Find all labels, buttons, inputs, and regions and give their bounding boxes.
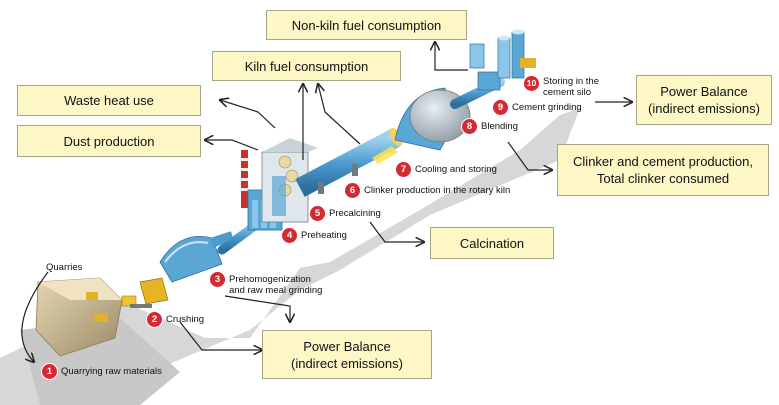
step-label: Preheating [301,230,347,241]
step-number-badge: 8 [462,119,477,134]
clinker-cement-box: Clinker and cement production, Total cli… [557,144,769,196]
non-kiln-fuel-box: Non-kiln fuel consumption [266,10,467,40]
step-label: Storing in the [543,76,599,87]
step-4: 4 Preheating [282,228,347,243]
crusher [121,277,169,308]
power-balance-top-line2: (indirect emissions) [648,101,760,116]
connector-lines [21,42,632,362]
step-label: Clinker production in the rotary kiln [364,185,511,196]
step-label-line2: cement silo [543,87,592,98]
step-6: 6 Clinker production in the rotary kiln [345,183,510,198]
calcination-box: Calcination [430,227,554,259]
prehomogenization-hall [159,231,235,283]
step-9: 9 Cement grinding [493,100,582,115]
step-label: Cement grinding [512,102,582,113]
quarries-label: Quarries [46,262,83,273]
kiln-fuel-box: Kiln fuel consumption [212,51,401,81]
step-7: 7 Cooling and storing [396,162,497,177]
step-label: Quarrying raw materials [61,366,162,377]
step-label: Cooling and storing [415,164,497,175]
clinker-cement-line1: Clinker and cement production, [573,154,753,169]
clinker-cement-line2: Total clinker consumed [596,171,730,186]
step-number-badge: 3 [210,272,225,287]
power-balance-top-line1: Power Balance [660,84,748,99]
step-5: 5 Precalcining [310,206,381,221]
chimney [241,150,248,208]
kiln-fuel-label: Kiln fuel consumption [244,58,369,74]
waste-heat-box: Waste heat use [17,85,201,116]
step-3: 3 Prehomogenization and raw meal grindin… [210,272,322,296]
step-8: 8 Blending [462,119,518,134]
power-balance-top-box: Power Balance (indirect emissions) [636,75,772,125]
dust-production-box: Dust production [17,125,201,157]
step-number-badge: 1 [42,364,57,379]
step-label-line2: and raw meal grinding [229,285,323,296]
step-10: 10 Storing in the cement silo [524,76,599,98]
step-2: 2 Crushing [147,312,204,327]
step-label: Blending [481,121,518,132]
cement-mill [450,71,505,109]
non-kiln-fuel-label: Non-kiln fuel consumption [291,17,442,33]
step-number-badge: 4 [282,228,297,243]
waste-heat-label: Waste heat use [64,93,154,108]
cement-silos [469,29,536,79]
step-1: 1 Quarrying raw materials [42,364,162,379]
step-number-badge: 6 [345,183,360,198]
power-balance-bottom-line2: (indirect emissions) [291,355,403,371]
step-label: Precalcining [329,208,381,219]
quarry-rock [35,277,123,357]
step-label: Crushing [166,314,205,325]
step-number-badge: 10 [524,76,539,91]
step-number-badge: 5 [310,206,325,221]
step-label-block: Prehomogenization and raw meal grinding [229,272,322,296]
dust-production-label: Dust production [63,133,155,149]
power-balance-bottom-line1: Power Balance [303,338,391,354]
step-number-badge: 7 [396,162,411,177]
calcination-label: Calcination [459,235,525,251]
power-balance-bottom-box: Power Balance (indirect emissions) [262,330,432,379]
step-number-badge: 2 [147,312,162,327]
step-number-badge: 9 [493,100,508,115]
step-label: Prehomogenization [229,274,311,285]
step-label-block: Storing in the cement silo [543,76,599,98]
